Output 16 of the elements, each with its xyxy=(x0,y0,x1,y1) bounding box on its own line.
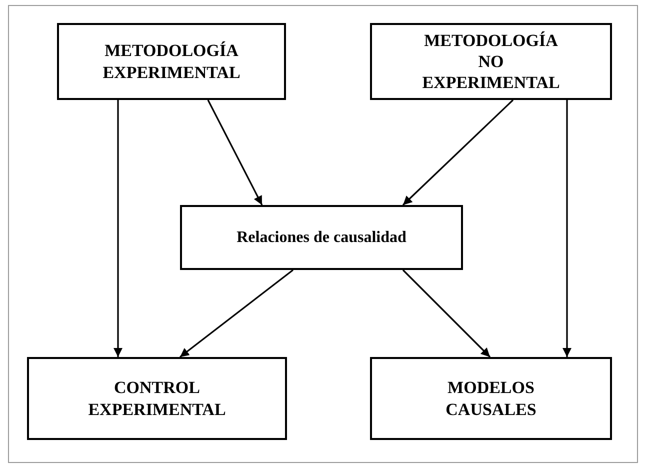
arrow xyxy=(402,99,514,206)
box-label: METODOLOGÍA EXPERIMENTAL xyxy=(102,40,242,83)
arrow xyxy=(207,100,263,206)
arrow xyxy=(402,269,491,358)
arrow xyxy=(180,269,294,358)
process-box xyxy=(180,205,463,270)
box-label: MODELOS CAUSALES xyxy=(444,377,538,420)
process-box xyxy=(370,357,612,440)
box-label: Relaciones de causalidad xyxy=(236,228,406,248)
box-label: METODOLOGÍA NO EXPERIMENTAL xyxy=(421,30,561,94)
process-box xyxy=(27,357,287,440)
arrow xyxy=(562,100,572,357)
process-box xyxy=(370,23,612,100)
arrow xyxy=(114,100,122,357)
box-label: CONTROL EXPERIMENTAL xyxy=(87,377,227,420)
process-box xyxy=(57,23,286,100)
